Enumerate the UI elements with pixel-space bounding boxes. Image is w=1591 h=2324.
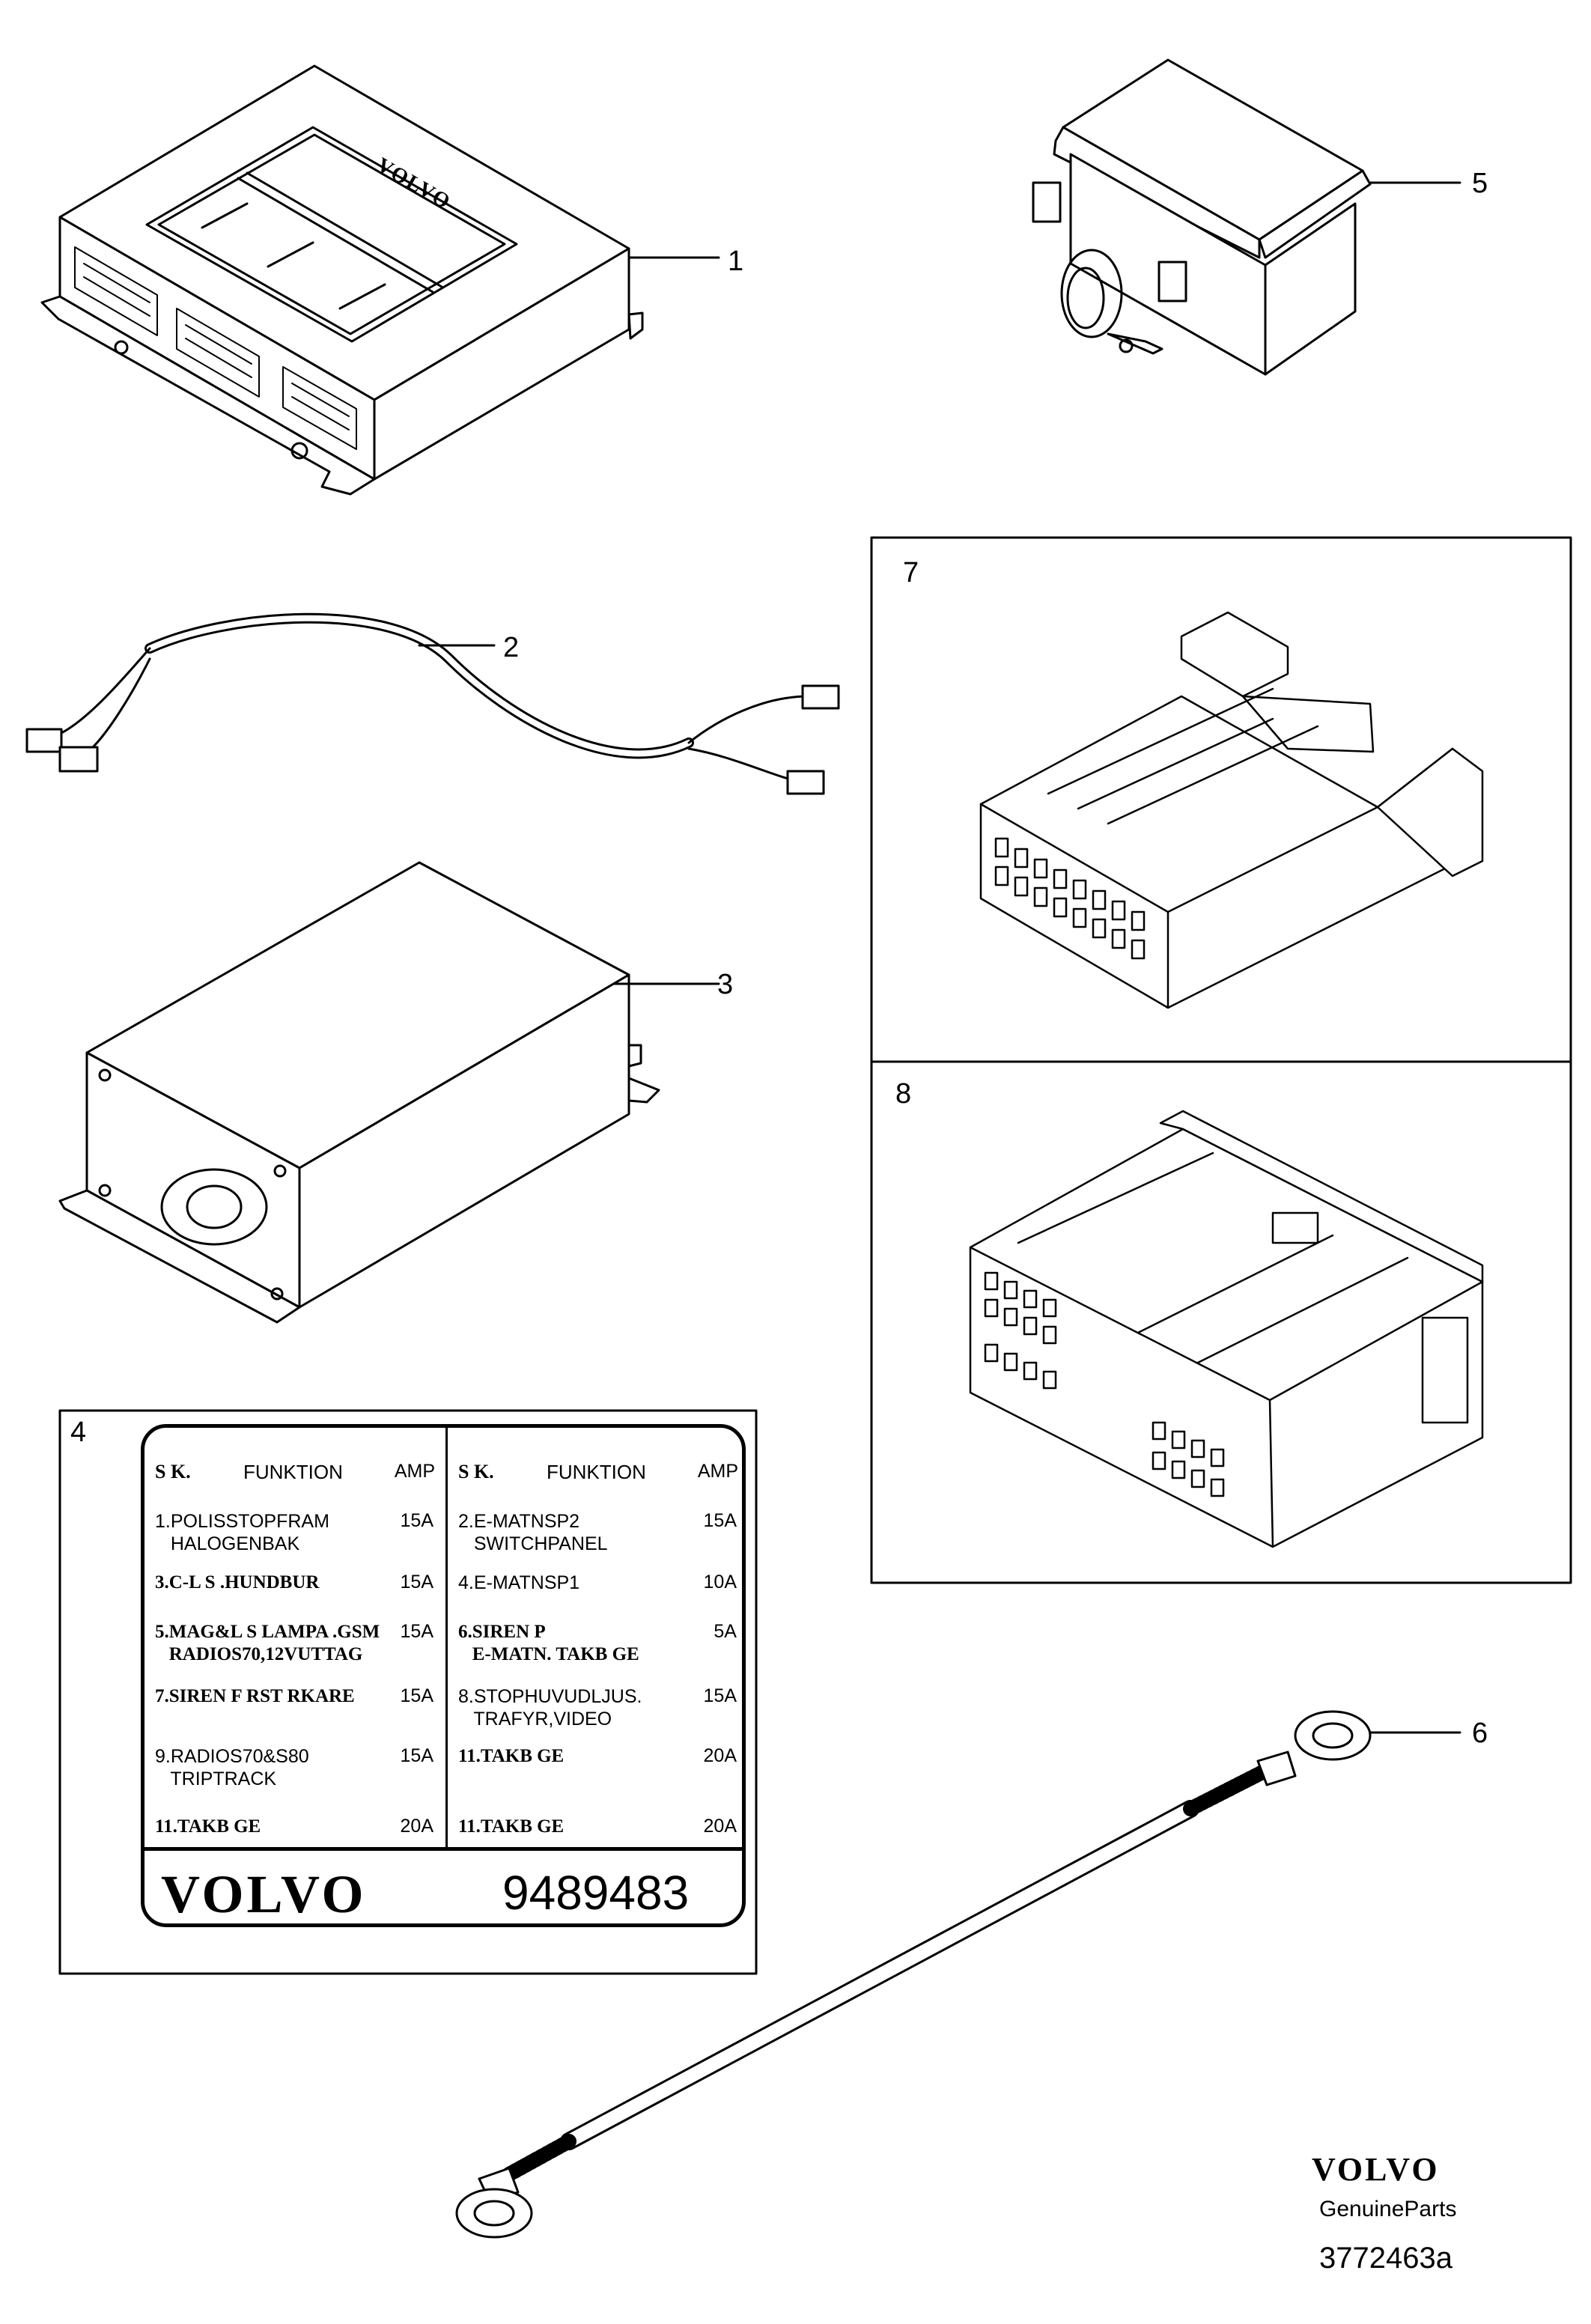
fuse-entry: 11.TAKB GE [458,1816,565,1837]
fuse-entry: 1.POLISSTOPFRAM HALOGENBAK [155,1511,329,1554]
amplifier-part-3 [58,861,720,1324]
fuse-entry: 11.TAKB GE [458,1746,565,1766]
callout-5: 5 [1472,168,1488,199]
fuse-amp: 15A [400,1572,434,1593]
callout-6: 6 [1472,1718,1488,1749]
fuse-amp: 10A [703,1572,737,1593]
fuse-entry: 9.RADIOS70&S80 TRIPTRACK [155,1746,309,1789]
header-funktion: FUNKTION [547,1461,646,1483]
fuse-amp: 15A [400,1745,434,1766]
connector-part-7 [979,611,1484,1009]
wire-harness-part-2 [25,612,840,795]
fuse-entry: 4.E-MATNSP1 [458,1572,580,1593]
fuse-entry: 2.E-MATNSP2 SWITCHPANEL [458,1511,608,1554]
label-brand: VOLVO [161,1864,367,1924]
label-divider [145,1847,742,1851]
label-part-number: 9489483 [502,1866,690,1920]
fuse-entry: 7.SIREN F RST RKARE [155,1686,355,1706]
fuse-entry: 6.SIREN P E-MATN. TAKB GE [458,1622,639,1664]
fuse-amp: 5A [714,1621,737,1642]
fuse-amp: 15A [400,1510,434,1531]
fuse-amp: 20A [703,1745,737,1766]
callout-1: 1 [728,246,744,277]
fuse-amp: 15A [400,1621,434,1642]
fuse-entry: 11.TAKB GE [155,1816,261,1837]
header-sk: S K. [155,1461,191,1482]
footer-subtitle: GenuineParts [1319,2197,1457,2221]
connector-panels [870,536,1572,1584]
callout-8: 8 [895,1078,912,1110]
fuse-amp: 15A [703,1685,737,1706]
callout-7: 7 [903,557,919,588]
fuse-amp: 15A [703,1510,737,1531]
header-amp: AMP [697,1461,738,1482]
fuse-label-card: S K. FUNKTION AMP 1.POLISSTOPFRAM HALOGE… [141,1424,746,1927]
callout-3: 3 [717,969,734,1000]
fuse-amp: 20A [703,1816,737,1837]
fuse-amp: 15A [400,1685,434,1706]
fuse-amp: 20A [400,1816,434,1837]
fuse-label-right-column: S K. FUNKTION AMP 2.E-MATNSP2 SWITCHPANE… [445,1428,747,1847]
footer-reference: 3772463a [1319,2242,1452,2275]
fuse-entry: 5.MAG&L S LAMPA .GSM RADIOS70,12VUTTAG [155,1622,380,1664]
footer-brand-logo: VOLVO [1312,2151,1440,2188]
header-funktion: FUNKTION [243,1461,343,1483]
fuse-entry: 3.C-L S .HUNDBUR [155,1572,320,1593]
connector-part-8 [969,1110,1484,1548]
callout-2: 2 [503,632,520,663]
header-amp: AMP [394,1461,435,1482]
ground-cable-part-6 [455,1710,1461,2239]
fuse-entry: 8.STOPHUVUDLJUS. TRAFYR,VIDEO [458,1686,642,1730]
label-panel-frame [58,1409,758,1975]
header-sk: S K. [458,1461,494,1482]
control-module-part-1 [40,64,720,496]
relay-box-part-5 [1032,58,1461,376]
callout-4: 4 [70,1417,87,1448]
fuse-label-left-column: S K. FUNKTION AMP 1.POLISSTOPFRAM HALOGE… [145,1428,444,1847]
